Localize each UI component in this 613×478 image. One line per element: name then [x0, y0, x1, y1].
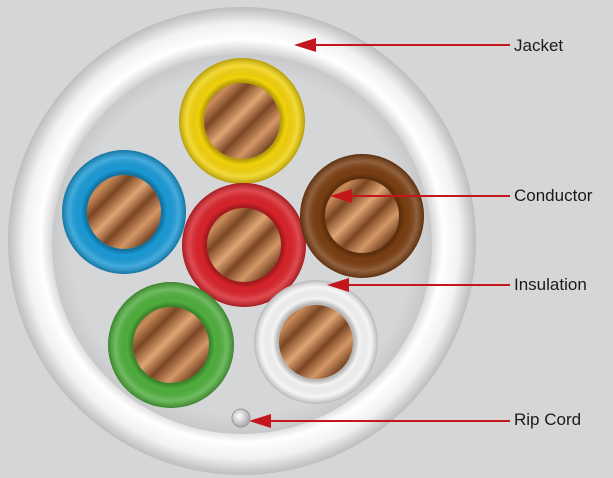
wire-blue	[62, 150, 186, 274]
label-insulation: Insulation	[514, 275, 587, 294]
conductor-brown	[325, 179, 399, 253]
label-rip-cord: Rip Cord	[514, 410, 582, 429]
wire-yellow	[179, 58, 305, 184]
wire-brown	[300, 154, 424, 278]
leader-insulation	[327, 278, 510, 292]
label-jacket: Jacket	[514, 36, 564, 55]
leader-jacket	[294, 38, 510, 52]
wire-green	[108, 282, 234, 408]
wire-white	[254, 280, 378, 404]
wire-red	[182, 183, 306, 307]
conductor-red	[207, 208, 281, 282]
conductor-white	[279, 305, 353, 379]
leader-conductor	[330, 189, 510, 203]
conductor-green	[133, 307, 209, 383]
conductor-yellow	[204, 83, 280, 159]
leader-rip-cord	[249, 414, 510, 428]
conductor-blue	[87, 175, 161, 249]
rip-cord	[231, 408, 251, 428]
label-conductor: Conductor	[514, 186, 593, 205]
